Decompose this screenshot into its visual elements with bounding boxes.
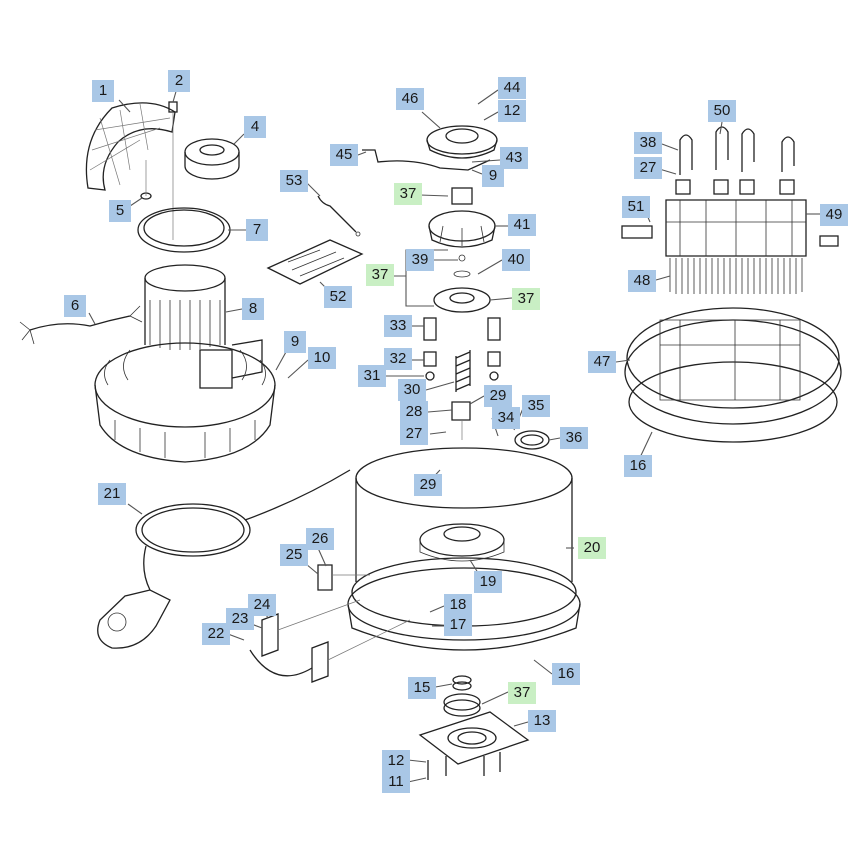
callout-12-top: 12 [498, 100, 526, 122]
bolts-11 [427, 752, 501, 780]
drum-20 [347, 447, 581, 651]
callout-4: 4 [244, 116, 266, 138]
callout-15: 15 [408, 677, 436, 699]
callout-40: 40 [502, 249, 530, 271]
filter-mesh [85, 102, 176, 191]
brush-frame-49 [665, 199, 807, 257]
valve-ring [443, 693, 481, 717]
callout-10: 10 [308, 347, 336, 369]
callout-16-right: 16 [624, 455, 652, 477]
seal-36 [514, 430, 550, 450]
callout-29-upper: 29 [484, 385, 512, 407]
callout-5: 5 [109, 200, 131, 222]
washer-5 [140, 160, 152, 200]
fan-cap-41 [428, 187, 496, 248]
callout-1: 1 [92, 80, 114, 102]
spring-30 [455, 350, 471, 392]
screw-2 [168, 101, 178, 240]
callout-29-lower: 29 [414, 474, 442, 496]
callout-9-left: 9 [284, 331, 306, 353]
callout-37-right: 37 [512, 288, 540, 310]
callout-41: 41 [508, 214, 536, 236]
screwdriver-53 [317, 195, 361, 237]
callout-48: 48 [628, 270, 656, 292]
callout-9-center: 9 [482, 165, 504, 187]
callout-46: 46 [396, 88, 424, 110]
callout-22: 22 [202, 623, 230, 645]
callout-32: 32 [384, 348, 412, 370]
callout-33: 33 [384, 315, 412, 337]
callout-13: 13 [528, 710, 556, 732]
callout-37-bottom: 37 [508, 682, 536, 704]
motor-cover-46 [426, 125, 498, 159]
callout-35: 35 [522, 395, 550, 417]
callout-51: 51 [622, 196, 650, 218]
callout-37-left: 37 [366, 264, 394, 286]
callout-52: 52 [324, 286, 352, 308]
base-housing [94, 342, 276, 463]
callout-45: 45 [330, 144, 358, 166]
callout-53: 53 [280, 170, 308, 192]
callout-30: 30 [398, 379, 426, 401]
cable-6 [19, 305, 143, 345]
callout-38: 38 [634, 132, 662, 154]
cable-45 [362, 149, 491, 171]
bristles-48 [669, 258, 803, 294]
callout-2: 2 [168, 70, 190, 92]
callout-18: 18 [444, 594, 472, 616]
callout-24: 24 [248, 594, 276, 616]
callout-17: 17 [444, 614, 472, 636]
plate-13 [418, 711, 530, 765]
callout-39: 39 [406, 249, 434, 271]
callout-8: 8 [242, 298, 264, 320]
callout-7: 7 [246, 219, 268, 241]
ring-4 [184, 138, 240, 180]
deck-47 [624, 307, 842, 443]
clips [621, 179, 839, 247]
cord-21 [97, 469, 351, 649]
studs [423, 317, 501, 381]
callout-44: 44 [498, 77, 526, 99]
callout-27-right: 27 [634, 157, 662, 179]
callout-11: 11 [382, 771, 410, 793]
callout-28: 28 [400, 401, 428, 423]
callout-25: 25 [280, 544, 308, 566]
bracket-assembly [249, 564, 411, 683]
callout-50: 50 [708, 100, 736, 122]
callout-43: 43 [500, 147, 528, 169]
callout-36: 36 [560, 427, 588, 449]
spring-15 [452, 675, 472, 691]
callout-49: 49 [820, 204, 848, 226]
callout-31: 31 [358, 365, 386, 387]
bracket-28 [451, 401, 471, 440]
callout-34: 34 [492, 407, 520, 429]
callout-6: 6 [64, 295, 86, 317]
bag-52 [266, 239, 364, 285]
callout-21: 21 [98, 483, 126, 505]
callout-12-bottom: 12 [382, 750, 410, 772]
callout-37-top: 37 [394, 183, 422, 205]
impeller-40 [433, 254, 491, 313]
callout-19: 19 [474, 571, 502, 593]
motor-8 [144, 264, 263, 389]
callout-20: 20 [578, 537, 606, 559]
callout-16-center: 16 [552, 663, 580, 685]
hooks-50 [679, 126, 795, 175]
callout-27-center: 27 [400, 423, 428, 445]
gasket-7 [137, 207, 231, 253]
callout-23: 23 [226, 608, 254, 630]
callout-47: 47 [588, 351, 616, 373]
callout-26: 26 [306, 528, 334, 550]
